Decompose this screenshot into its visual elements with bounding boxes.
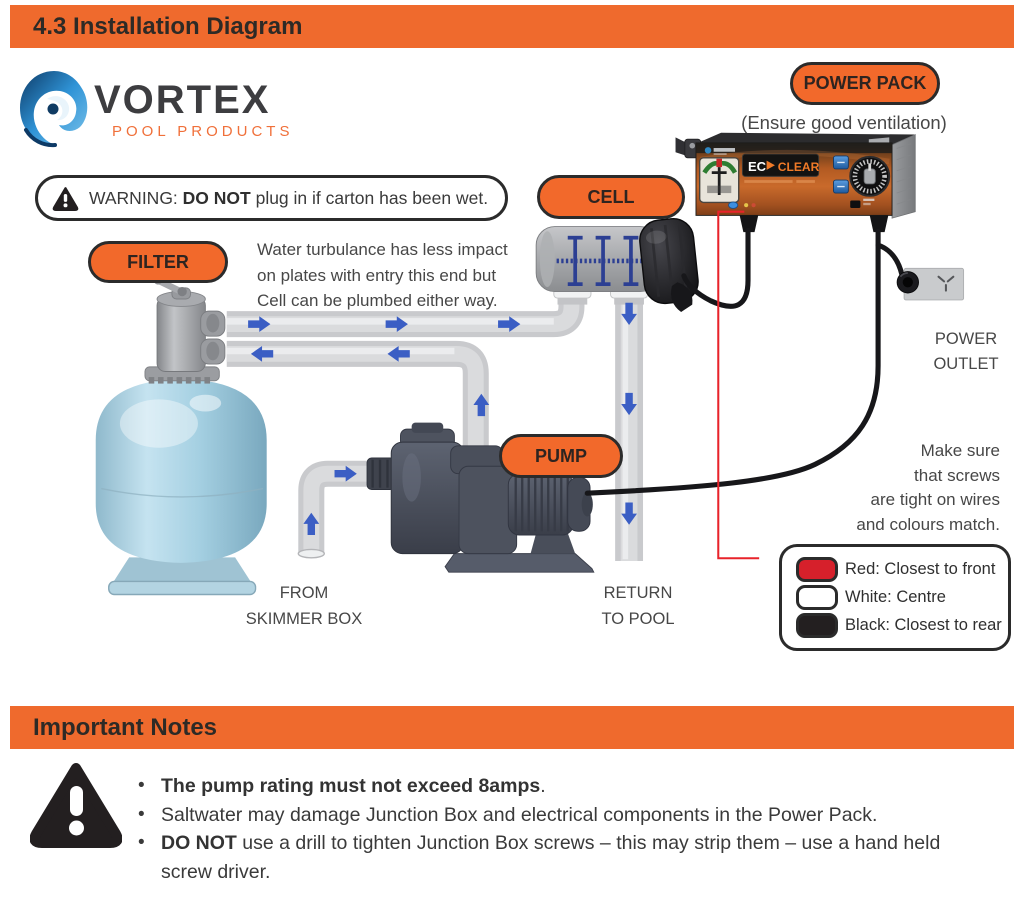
pump-badge-label: PUMP bbox=[534, 445, 587, 466]
cell-to-powerpack-cable bbox=[681, 227, 751, 309]
gland-right bbox=[869, 215, 889, 233]
vortex-swirl-icon bbox=[20, 71, 88, 148]
pipe-from-skimmer bbox=[297, 460, 375, 559]
legend-row-black: Black: Closest to rear bbox=[796, 613, 1002, 638]
installation-diagram: EC CLEAR bbox=[95, 132, 965, 596]
red-leader-line bbox=[717, 210, 760, 560]
legend-row-red: Red: Closest to front bbox=[796, 557, 1000, 582]
brand-o-icon bbox=[766, 160, 775, 170]
panel-switch bbox=[850, 200, 861, 208]
cell-badge-label: CELL bbox=[587, 186, 635, 207]
filter-badge: FILTER bbox=[88, 241, 228, 283]
power-led bbox=[728, 201, 739, 209]
vortex-logo bbox=[16, 68, 92, 153]
device-brand-suffix: CLEAR bbox=[778, 160, 820, 174]
white-wire-swatch bbox=[796, 585, 838, 610]
outlet-pins bbox=[937, 275, 955, 292]
wire-colour-legend: Red: Closest to front White: Centre Blac… bbox=[779, 544, 1011, 651]
cell bbox=[535, 217, 699, 313]
important-notes-title: Important Notes bbox=[33, 714, 218, 741]
turbulence-note: Water turbulance has less impact on plat… bbox=[257, 240, 508, 310]
cell-cable-boot bbox=[670, 282, 693, 313]
filter-tank bbox=[95, 366, 267, 596]
wires bbox=[584, 227, 905, 496]
gauge bbox=[698, 157, 740, 204]
plug-cable bbox=[875, 242, 905, 279]
ventilation-note: (Ensure good ventilation) bbox=[741, 112, 947, 133]
clamp-teeth bbox=[148, 377, 211, 384]
power-pack-badge-label: POWER PACK bbox=[803, 73, 927, 93]
multiport-valve bbox=[153, 276, 226, 372]
pump-badge: PUMP bbox=[499, 434, 623, 478]
warning-triangle-icon bbox=[52, 186, 79, 211]
note-item-3: • DO NOT use a drill to tighten Junction… bbox=[138, 832, 941, 883]
important-notes-list: • The pump rating must not exceed 8amps.… bbox=[138, 772, 968, 886]
black-wire-swatch bbox=[796, 613, 838, 638]
logo-wordmark: VORTEX POOL PRODUCTS bbox=[94, 80, 293, 140]
cell-end-cap bbox=[639, 217, 699, 305]
note-item-2: • Saltwater may damage Junction Box and … bbox=[138, 803, 878, 826]
red-wire-label: Red: Closest to front bbox=[845, 560, 996, 578]
white-wire-label: White: Centre bbox=[845, 588, 946, 606]
section-header-bar: 4.3 Installation Diagram bbox=[10, 5, 1014, 48]
cell-badge: CELL bbox=[537, 175, 685, 219]
black-wire-label: Black: Closest to rear bbox=[845, 616, 1002, 634]
device-brand-prefix: EC bbox=[748, 159, 767, 174]
logo-tagline-text: POOL PRODUCTS bbox=[112, 123, 294, 140]
page-title: 4.3 Installation Diagram bbox=[33, 13, 303, 40]
from-skimmer-label: FROM SKIMMER BOX bbox=[245, 584, 363, 628]
filter-badge-label: FILTER bbox=[127, 251, 189, 272]
power-outlet-label: POWER OUTLET bbox=[933, 330, 999, 373]
power-pack: EC CLEAR bbox=[675, 132, 916, 233]
warning-box: WARNING: DO NOT plug in if carton has be… bbox=[35, 175, 508, 221]
logo-brand-text: VORTEX bbox=[94, 78, 271, 122]
cell-plate-marks bbox=[556, 235, 643, 287]
red-wire-swatch bbox=[796, 557, 838, 582]
powerpack-to-pump-cable bbox=[584, 228, 881, 496]
timer-dial bbox=[849, 155, 891, 197]
screws-note: Make sure that screws are tight on wires… bbox=[856, 441, 1000, 534]
power-outlet bbox=[896, 267, 965, 301]
important-notes-bar: Important Notes bbox=[10, 706, 1014, 749]
device-brand-plate: EC CLEAR bbox=[741, 153, 820, 183]
return-to-pool-label: RETURN TO POOL bbox=[601, 584, 675, 628]
power-pack-badge: POWER PACK bbox=[790, 62, 940, 105]
gland-left bbox=[739, 215, 759, 233]
warning-text: WARNING: DO NOT plug in if carton has be… bbox=[89, 187, 489, 208]
important-warning-triangle-icon bbox=[30, 763, 122, 848]
legend-row-white: White: Centre bbox=[796, 585, 1000, 610]
note-item-1: • The pump rating must not exceed 8amps. bbox=[138, 775, 546, 797]
